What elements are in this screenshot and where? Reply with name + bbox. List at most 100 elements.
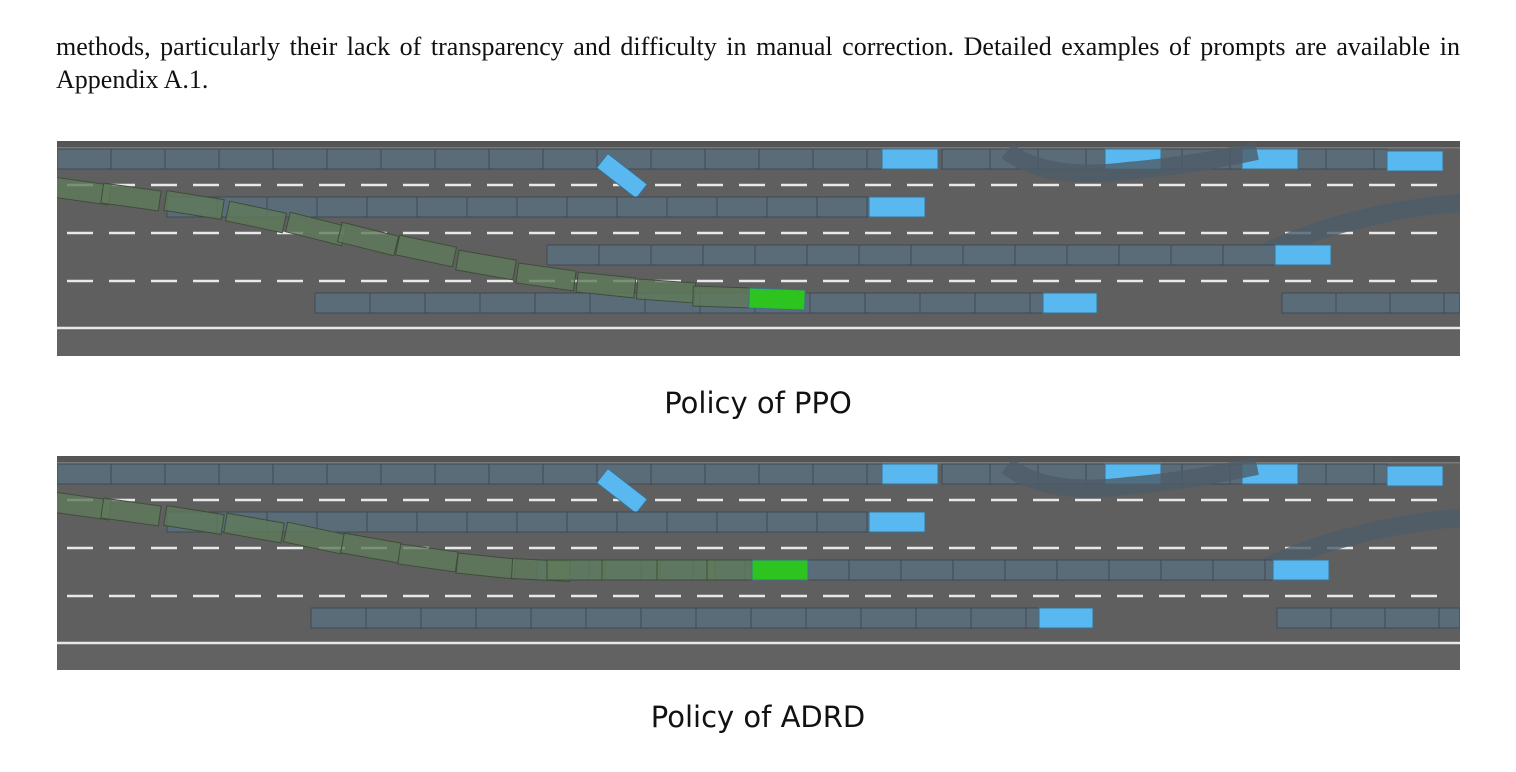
vehicle-trail: [716, 196, 768, 218]
road-top-line: [57, 462, 1460, 464]
ego-trail: [635, 278, 697, 304]
vehicle-trail: [866, 463, 883, 485]
vehicle-trail: [424, 292, 481, 314]
vehicle-trail: [754, 244, 808, 266]
vehicle-trail: [1276, 607, 1332, 629]
vehicle-trail: [758, 148, 814, 170]
vehicle-trail: [466, 511, 518, 533]
vehicle-trail: [326, 148, 382, 170]
vehicle-trail: [695, 607, 752, 629]
vehicle-trail: [952, 559, 1006, 581]
ego-trail: [692, 285, 752, 309]
vehicle: [596, 152, 648, 200]
vehicle-trail: [806, 244, 860, 266]
ego-trail: [224, 200, 288, 234]
vehicle: [1274, 244, 1332, 266]
vehicle: [596, 467, 648, 515]
vehicle: [1038, 607, 1094, 629]
vehicle-trail: [816, 196, 868, 218]
vehicle-trail: [666, 196, 718, 218]
road-shoulder: [57, 331, 1460, 356]
ego-trail: [163, 190, 225, 220]
road-top-edge: [57, 456, 1460, 462]
vehicle-trail: [716, 511, 768, 533]
vehicle-trail: [310, 607, 367, 629]
vehicle-trail: [1330, 607, 1386, 629]
vehicle-trail: [766, 196, 818, 218]
vehicle-trail: [704, 463, 760, 485]
vehicle-trail: [970, 607, 1027, 629]
vehicle-trail: [858, 244, 912, 266]
vehicle-trail: [314, 292, 371, 314]
vehicle-trail: [585, 607, 642, 629]
road-top-line: [57, 147, 1460, 149]
vehicle: [868, 196, 926, 218]
vehicle: [868, 511, 926, 533]
vehicle-trail: [466, 196, 518, 218]
vehicle-trail: [272, 463, 328, 485]
vehicle-trail: [434, 463, 490, 485]
vehicle-trail: [380, 148, 436, 170]
vehicle-trail: [479, 292, 536, 314]
vehicle-trail-curve: [1001, 457, 1259, 498]
vehicle-trail: [546, 244, 600, 266]
vehicle-trail: [57, 148, 112, 170]
vehicle-trail: [650, 244, 704, 266]
figure-caption-adrd: Policy of ADRD: [650, 700, 866, 734]
vehicle-trail: [110, 463, 166, 485]
vehicle-trail: [866, 148, 883, 170]
vehicle-trail: [910, 244, 964, 266]
vehicle-trail: [1281, 292, 1337, 314]
figure-caption-ppo: Policy of PPO: [664, 386, 852, 420]
vehicle-trail: [420, 607, 477, 629]
vehicle-trail: [702, 244, 756, 266]
vehicle-trail: [1004, 559, 1058, 581]
vehicle-trail: [416, 196, 468, 218]
vehicle-trail: [1389, 292, 1445, 314]
vehicle: [881, 148, 939, 170]
vehicle-trail: [941, 148, 991, 170]
vehicle-trail: [1160, 559, 1214, 581]
ego-trail: [397, 543, 459, 573]
adrd-highway-figure: [57, 456, 1460, 670]
vehicle-trail: [1025, 607, 1040, 629]
vehicle-trail: [864, 292, 921, 314]
vehicle-trail: [919, 292, 976, 314]
vehicle-trail: [434, 148, 490, 170]
vehicle-trail: [915, 607, 972, 629]
vehicle-trail: [704, 148, 760, 170]
vehicle-trail: [488, 463, 544, 485]
vehicle-trail: [750, 607, 807, 629]
ego-vehicle: [751, 559, 809, 581]
vehicle-trail: [1222, 244, 1276, 266]
vehicle-trail: [1335, 292, 1391, 314]
ego-vehicle: [748, 287, 806, 311]
vehicle-trail: [766, 511, 818, 533]
road-shoulder: [57, 646, 1460, 670]
road-top-edge: [57, 141, 1460, 147]
vehicle-trail: [530, 607, 587, 629]
vehicle-trail: [1264, 559, 1274, 581]
vehicle-trail: [941, 463, 991, 485]
vehicle-trail: [598, 244, 652, 266]
vehicle-trail-curve: [1001, 142, 1259, 183]
body-paragraph: methods, particularly their lack of tran…: [56, 32, 1460, 94]
vehicle-trail: [666, 511, 718, 533]
vehicle-trail: [369, 292, 426, 314]
vehicle-trail: [962, 244, 1016, 266]
ppo-highway-scene: [57, 141, 1460, 356]
vehicle-trail: [488, 148, 544, 170]
vehicle-trail: [974, 292, 1031, 314]
vehicle-trail: [164, 463, 220, 485]
vehicle-trail: [812, 148, 868, 170]
vehicle-trail: [848, 559, 902, 581]
vehicle-trail: [758, 463, 814, 485]
vehicle-trail: [566, 196, 618, 218]
vehicle-trail: [1108, 559, 1162, 581]
vehicle-trail: [365, 607, 422, 629]
vehicle-trail: [1438, 607, 1460, 629]
vehicle-trail: [475, 607, 532, 629]
ego-trail: [601, 559, 661, 581]
vehicle-trail: [380, 463, 436, 485]
ego-trail: [163, 505, 225, 535]
